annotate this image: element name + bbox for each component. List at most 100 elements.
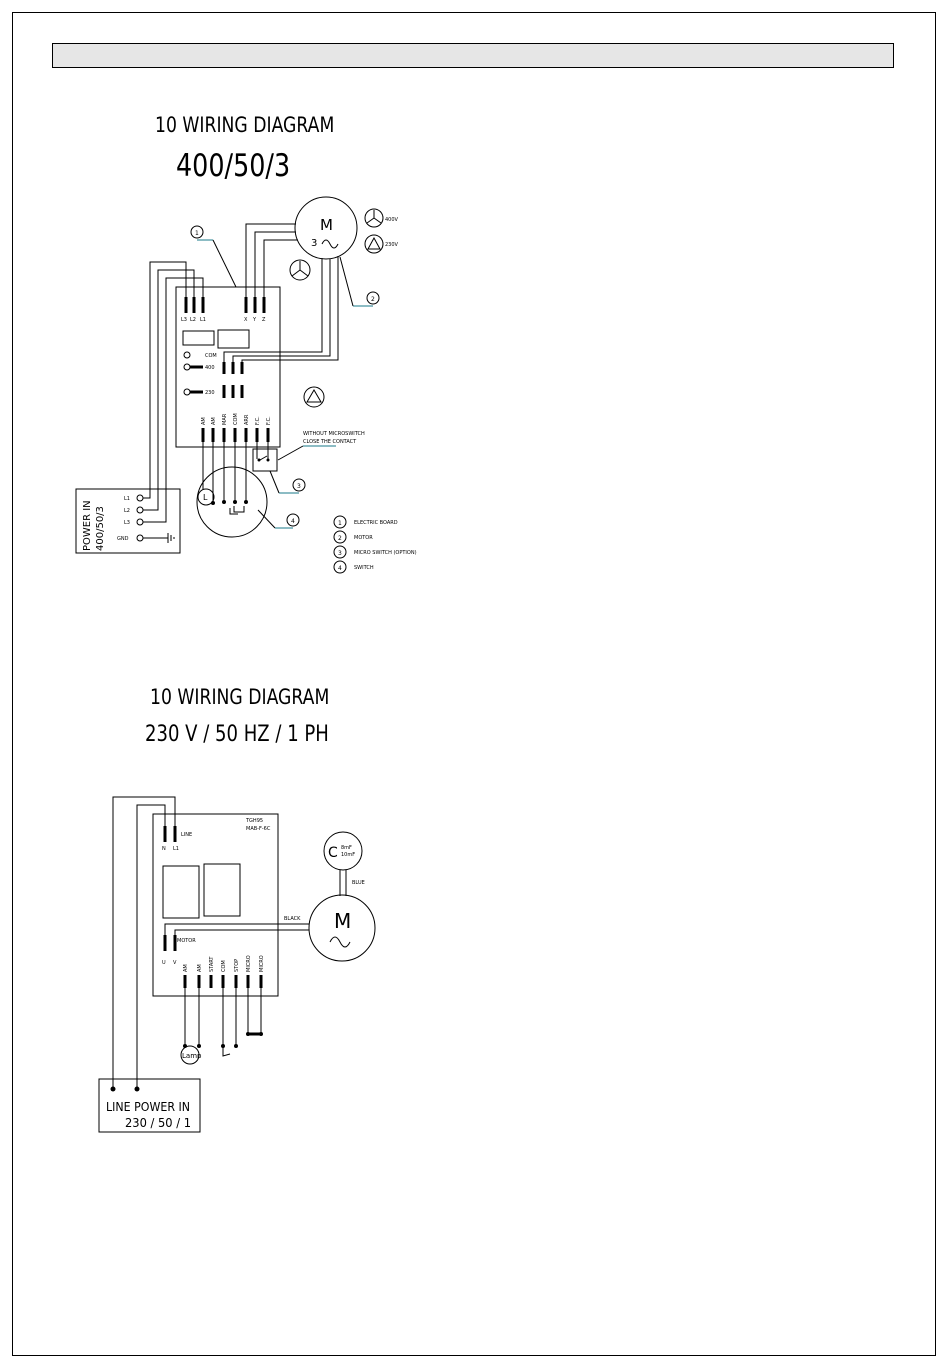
board-terminals-motor: X Y Z [244,297,266,323]
svg-text:V: V [173,960,177,966]
svg-text:F.C.: F.C. [266,416,272,425]
svg-text:L1: L1 [173,846,179,852]
legend: 1 ELECTRIC BOARD 2 MOTOR 3 MICRO SWITCH … [333,515,417,574]
svg-text:L1: L1 [200,317,206,323]
board-bottom-terminals: AM AM MAR COM ARR F.C. F.C. [201,413,272,442]
svg-text:8mF: 8mF [341,845,352,851]
diagram-1-title: 10 WIRING DIAGRAM [155,113,335,137]
svg-text:M: M [320,216,333,234]
electric-board [175,286,281,448]
star-bridge-icon [289,259,311,281]
single-phase-motor: M [308,894,376,962]
svg-text:POWER IN: POWER IN [82,500,93,551]
svg-text:C: C [328,845,338,861]
svg-text:L: L [203,493,208,502]
svg-text:3: 3 [311,238,317,249]
svg-text:COM: COM [205,353,217,359]
power-in-wires [143,261,204,523]
svg-text:4: 4 [338,565,342,572]
diagram-2-subtitle: 230 V / 50 HZ / 1 PH [145,722,329,747]
motor-wires: BLACK [164,916,309,935]
diagram-2-single-phase: TGH95 MAB-F-6C LINE N L1 MOTOR U V [98,796,376,1133]
svg-text:1: 1 [195,230,199,237]
header-bar [52,43,894,68]
svg-text:ARR: ARR [244,414,250,425]
svg-text:START: START [209,956,215,972]
line-power-wires [110,796,176,1092]
motor-wires-right [223,256,339,362]
line-power-in-box [98,1078,201,1133]
svg-text:MAR: MAR [222,413,228,425]
svg-text:10mF: 10mF [341,852,355,858]
svg-text:X: X [244,317,248,323]
capacitor: C 8mF 10mF BLUE [323,831,365,896]
svg-text:MICRO SWITCH (OPTION): MICRO SWITCH (OPTION) [354,550,417,556]
svg-text:MAB-F-6C: MAB-F-6C [246,826,271,832]
svg-text:SWITCH: SWITCH [354,565,374,571]
svg-text:AM: AM [211,417,217,425]
diagram-2-title: 10 WIRING DIAGRAM [150,685,330,709]
svg-text:LINE: LINE [181,832,192,838]
svg-text:MICRO: MICRO [259,955,265,972]
svg-text:L3: L3 [181,317,187,323]
svg-text:COM: COM [221,960,227,972]
page-border [12,12,936,1356]
svg-text:3: 3 [297,483,301,490]
svg-text:WITHOUT MICROSWITCH: WITHOUT MICROSWITCH [303,431,365,437]
callout-4: 4 [257,509,300,529]
line-power-in-label: LINE POWER IN [106,1100,190,1114]
star-connection-icon: 400V [364,208,399,228]
svg-text:2: 2 [338,535,342,542]
callout-1: 1 [190,225,237,288]
svg-text:1: 1 [338,520,342,527]
line-power-in-rating: 230 / 50 / 1 [125,1116,191,1130]
svg-text:N: N [162,846,166,852]
svg-text:400V: 400V [385,217,399,223]
svg-text:MOTOR: MOTOR [177,938,196,944]
relay-1 [182,330,215,346]
svg-text:Z: Z [262,317,266,323]
svg-text:AM: AM [197,964,203,972]
svg-text:L1: L1 [124,496,130,502]
relay-2 [217,329,250,349]
svg-text:400/50/3: 400/50/3 [95,506,106,551]
relay-b [203,863,241,917]
svg-text:2: 2 [371,296,375,303]
svg-text:CLOSE THE CONTACT: CLOSE THE CONTACT [303,439,357,445]
board-terminals-line: L3 L2 L1 [181,297,206,323]
power-in-label: POWER IN 400/50/3 [82,500,106,551]
motor-terminals: MOTOR U V [162,935,196,966]
power-in-box [75,488,181,554]
power-in-terminals: L1 L2 L3 GND [117,494,175,543]
svg-text:GND: GND [117,536,129,542]
diagram-1-three-phase: L3 L2 L1 X Y Z COM 400 230 [75,196,417,574]
svg-text:AM: AM [201,417,207,425]
svg-text:400: 400 [205,365,215,371]
svg-text:Y: Y [252,317,257,323]
relay-a [162,865,200,919]
svg-text:F.C.: F.C. [255,416,261,425]
svg-text:COM: COM [233,413,239,425]
voltage-selector: COM 400 230 [183,351,244,398]
micro-switch: WITHOUT MICROSWITCH CLOSE THE CONTACT [252,431,365,472]
svg-text:230V: 230V [385,242,399,248]
diagram-1-subtitle: 400/50/3 [176,148,291,184]
svg-text:L2: L2 [124,508,130,514]
svg-text:MICRO: MICRO [246,955,252,972]
svg-text:U: U [162,960,166,966]
svg-text:BLUE: BLUE [352,880,365,886]
callout-3: 3 [269,470,306,494]
control-bottom-terminals: AM AM START COM STOP MICRO MICRO [183,955,265,988]
svg-text:230: 230 [205,390,215,396]
callout-2: 2 [339,256,380,307]
svg-text:4: 4 [291,518,295,525]
line-terminals: LINE N L1 [162,826,192,852]
svg-text:Lamp: Lamp [182,1052,202,1060]
switch-assembly: L [196,442,268,538]
lamp-icon: Lamp [180,1045,202,1065]
svg-text:MOTOR: MOTOR [354,535,373,541]
control-board [152,813,279,997]
delta-bridge-icon [303,386,325,408]
three-phase-motor: M 3 [294,196,358,260]
svg-text:M: M [334,909,351,933]
